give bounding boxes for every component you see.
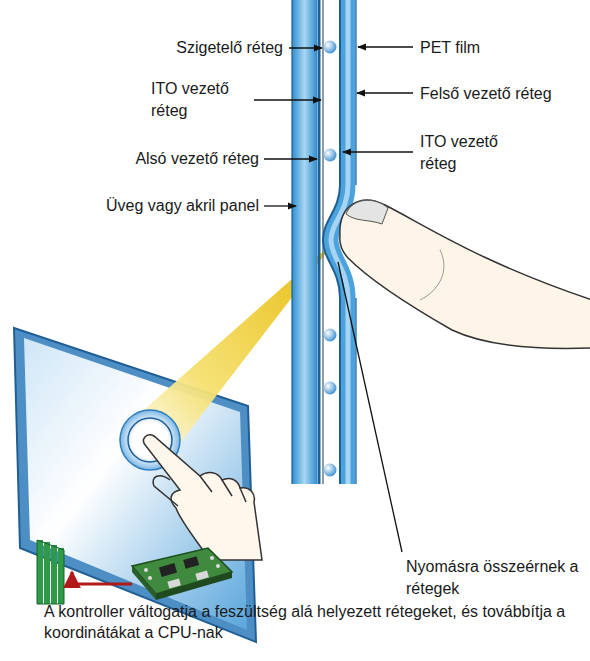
ito-layer-upper <box>323 0 340 484</box>
part-label: Felső vezető réteg <box>420 83 552 105</box>
finger <box>340 200 590 348</box>
part-label: Szigetelő réteg <box>176 37 283 59</box>
hand <box>144 435 262 560</box>
part-label: Üveg vagy akril panel <box>106 195 259 217</box>
glass-panel <box>292 0 317 484</box>
leader-lines <box>254 47 413 552</box>
caption: A kontroller váltogatja a feszültség alá… <box>44 602 584 644</box>
lower-conductive-layer <box>318 0 321 484</box>
part-label: ITO vezető réteg <box>420 131 518 174</box>
controller-board <box>132 548 232 600</box>
ribbon-cable <box>37 540 64 604</box>
part-label: Nyomásra összeérnek a rétegek <box>406 556 586 599</box>
part-label: Alsó vezető réteg <box>135 148 259 170</box>
signal-arrow <box>72 572 132 584</box>
part-label: ITO vezető réteg <box>151 78 249 121</box>
part-label: PET film <box>420 37 480 59</box>
